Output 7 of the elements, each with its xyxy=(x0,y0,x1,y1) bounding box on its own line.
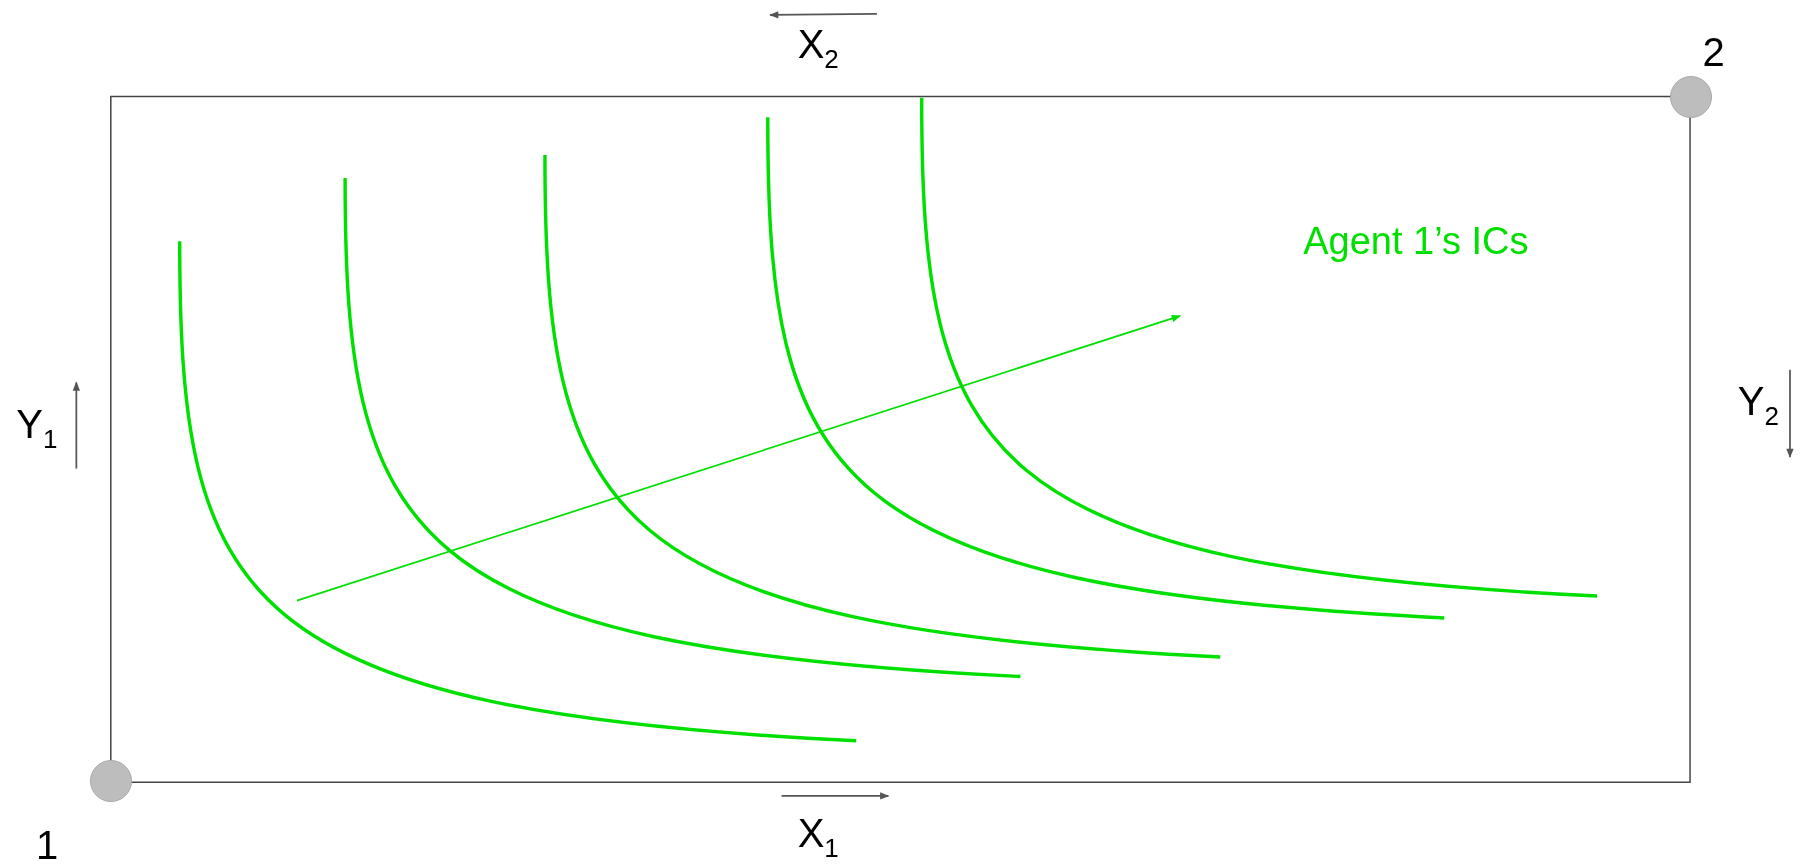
origin-label: 1 xyxy=(36,824,59,865)
axis-label: Y$_{1}$ xyxy=(16,403,58,452)
axis-label: X$_{2}$ xyxy=(797,24,839,72)
origin-label: 2 xyxy=(1702,31,1725,72)
axis-label: Y$_{2}$ xyxy=(1737,380,1779,429)
curve-label: Agent 1’s ICs xyxy=(1303,222,1529,261)
axis-label: X$_{1}$ xyxy=(797,813,839,861)
